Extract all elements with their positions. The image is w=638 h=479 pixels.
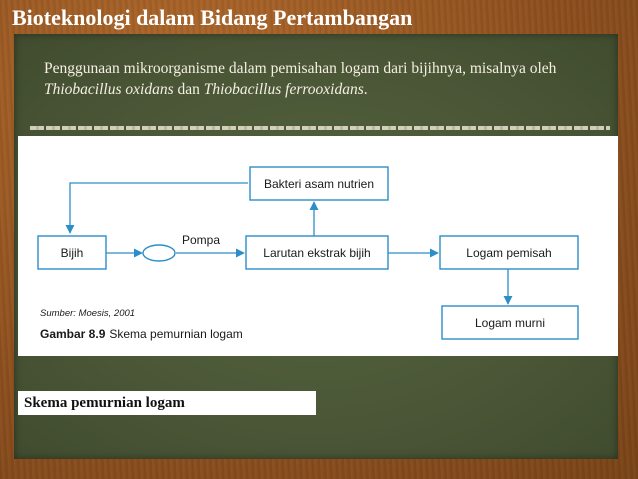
- pump-icon: [142, 244, 176, 262]
- subtitle-text-3: .: [363, 81, 368, 98]
- slide-subtitle: Penggunaan mikroorganisme dalam pemisaha…: [44, 58, 604, 100]
- node-bakteri: [249, 166, 389, 201]
- figure-title: Skema pemurnian logam: [109, 327, 242, 341]
- subtitle-species-2: Thiobacillus ferrooxidans: [203, 81, 364, 98]
- node-larutan: [245, 235, 389, 270]
- node-logam-murni-label: Logam murni: [475, 316, 545, 330]
- flow-diagram: Pompa Bijih Larutan ekstrak bijih Logam …: [18, 136, 618, 356]
- chalk-divider: [30, 126, 610, 130]
- node-logam-pemisah-label: Logam pemisah: [466, 246, 551, 260]
- node-logam-murni: [441, 305, 579, 340]
- caption-label: Skema pemurnian logam: [18, 391, 316, 415]
- flow-diagram-svg: Pompa Bijih Larutan ekstrak bijih Logam …: [37, 166, 579, 341]
- figure-source: Sumber: Moesis, 2001: [40, 308, 135, 319]
- node-bijih-label: Bijih: [61, 246, 84, 260]
- figure-number: Gambar 8.9: [40, 327, 106, 341]
- subtitle-text-2: dan: [173, 81, 204, 98]
- subtitle-text-1: Penggunaan mikroorganisme dalam pemisaha…: [44, 60, 557, 77]
- slide-title: Bioteknologi dalam Bidang Pertambangan: [12, 5, 413, 30]
- node-bijih: [37, 235, 107, 270]
- node-logam-pemisah: [439, 235, 579, 270]
- node-bakteri-label: Bakteri asam nutrien: [264, 177, 374, 191]
- pump-label: Pompa: [182, 233, 220, 247]
- arrow-bakteri-to-bijih: [65, 182, 248, 234]
- subtitle-species-1: Thiobacillus oxidans: [44, 81, 174, 98]
- node-larutan-label: Larutan ekstrak bijih: [263, 246, 370, 260]
